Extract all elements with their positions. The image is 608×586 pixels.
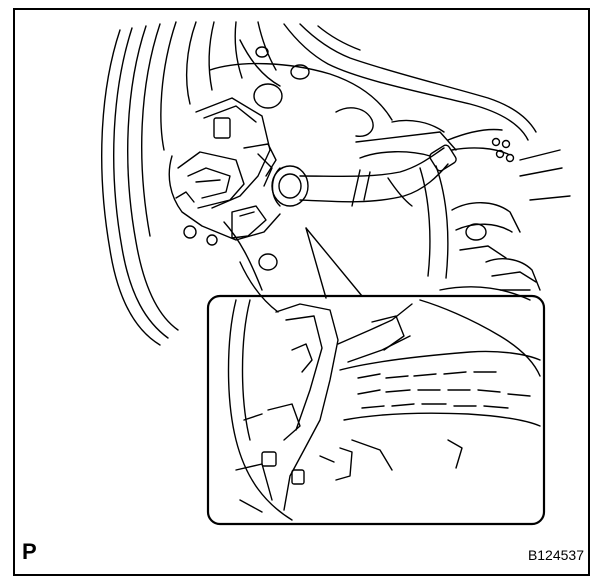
inset-detail [206,294,546,526]
callout-leader [305,227,363,299]
figure-code: B124537 [527,547,584,563]
door-frame-right [419,149,571,301]
cable-assembly [299,128,515,207]
corner-label: P [22,539,37,564]
door-panel-contours [101,21,537,346]
door-inner-panel [209,39,457,313]
door-lock-assembly [168,97,309,246]
diagram-frame [13,8,590,576]
